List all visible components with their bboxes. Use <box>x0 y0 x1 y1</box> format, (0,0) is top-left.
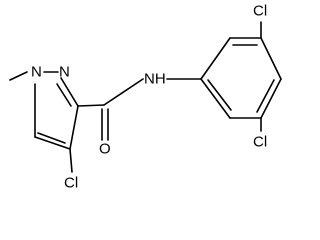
bond-ph-c4-c5 <box>260 78 282 119</box>
bond-n2-c3 <box>60 77 79 107</box>
bond-ph-c6-c1 <box>200 78 231 119</box>
bond-c4-cl <box>69 148 73 173</box>
atom-cl-top: Cl <box>253 3 267 20</box>
bond-ph-c4-c5-double <box>256 79 275 113</box>
atom-labels: N N NH O Cl Cl Cl <box>31 3 267 192</box>
atom-n-methyl: N <box>31 64 42 81</box>
bond-ph-c6-c1-double <box>207 79 232 111</box>
bond-c4-c5-double <box>37 132 66 144</box>
atom-cl-bottom: Cl <box>253 134 267 151</box>
bond-methyl-n1 <box>9 71 28 81</box>
bond-carbonyl-nh <box>103 78 144 106</box>
atom-n-ring: N <box>59 64 70 81</box>
atom-cl-pyrazole: Cl <box>64 175 78 192</box>
atom-carbonyl-o: O <box>99 141 111 158</box>
bond-n2-c3-double <box>56 83 72 107</box>
bond-c4-c5 <box>34 136 71 150</box>
atom-amide-nh: NH <box>144 71 166 88</box>
bonds <box>9 21 282 173</box>
bond-ph-c1-c2 <box>200 37 231 80</box>
bond-c3-carbonyl <box>77 104 105 107</box>
molecule-diagram: N N NH O Cl Cl Cl <box>9 3 282 192</box>
bond-c3-c4 <box>69 105 79 150</box>
bond-ph-c3-c4 <box>260 37 282 80</box>
